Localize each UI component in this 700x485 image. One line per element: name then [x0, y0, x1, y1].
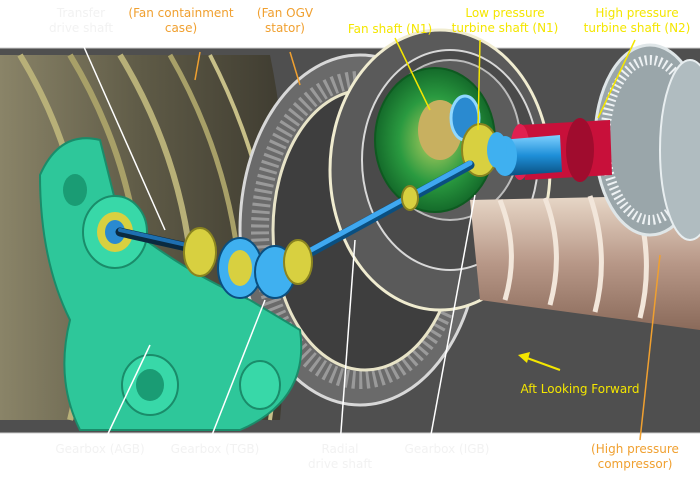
label-gearbox-agb: Gearbox (AGB) [55, 442, 145, 456]
gearbox-agb-housing [38, 137, 303, 431]
bottom-band [0, 433, 700, 485]
view-direction-arrow [518, 352, 561, 371]
label-gearbox-igb: Gearbox (IGB) [404, 442, 490, 456]
label-radial-drive-shaft: Radial drive shaft [307, 442, 373, 471]
label-high-pressure-turbine-shaft: High pressure turbine shaft (N2) [583, 6, 691, 35]
label-fan-ogv-stator: (Fan OGV stator) [256, 6, 314, 35]
label-view-direction: Aft Looking Forward [520, 382, 640, 396]
label-low-pressure-turbine-shaft: Low pressure turbine shaft (N1) [451, 6, 559, 35]
label-transfer-drive-shaft: Transfer drive shaft [48, 6, 114, 35]
label-fan-containment-case: (Fan containment case) [128, 6, 234, 35]
high-pressure-turbine [593, 43, 700, 241]
label-fan-shaft: Fan shaft (N1) [347, 22, 433, 36]
label-high-pressure-compressor: (High pressure compressor) [591, 442, 679, 471]
gearbox-tgb-gears [183, 227, 313, 299]
label-gearbox-tgb: Gearbox (TGB) [170, 442, 260, 456]
leader-lines [79, 37, 661, 446]
radial-drive-shaft [295, 160, 475, 263]
top-band [0, 0, 700, 48]
